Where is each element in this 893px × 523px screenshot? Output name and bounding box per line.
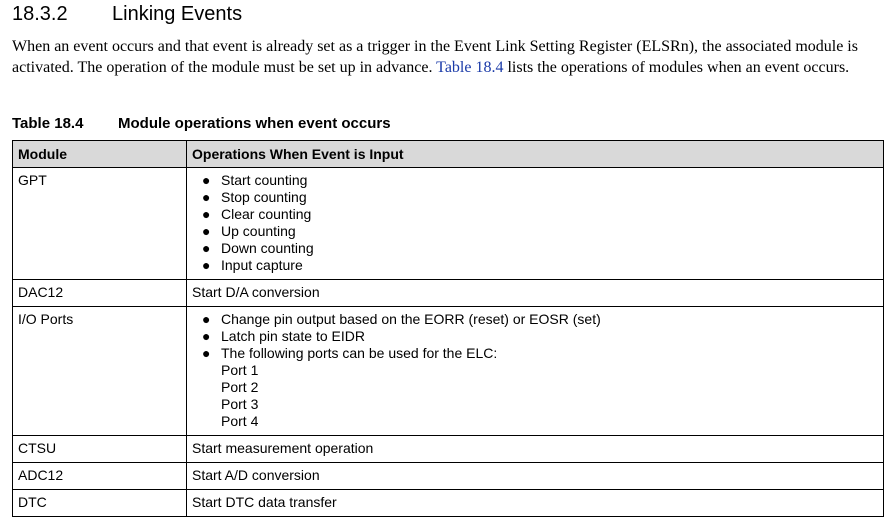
section-number: 18.3.2 xyxy=(12,3,68,25)
module-cell: I/O Ports xyxy=(12,306,187,436)
module-cell: GPT xyxy=(12,167,187,280)
module-cell: DAC12 xyxy=(12,279,187,307)
operations-cell: ●Change pin output based on the EORR (re… xyxy=(186,306,884,436)
port-item: Port 1 xyxy=(221,362,259,378)
module-cell: DTC xyxy=(12,489,187,517)
section-heading: 18.3.2 Linking Events xyxy=(12,2,242,26)
operations-list: ●Change pin output based on the EORR (re… xyxy=(192,311,878,362)
header-module: Module xyxy=(12,140,187,168)
table-row: CTSU Start measurement operation xyxy=(12,435,884,463)
operations-cell: Start D/A conversion xyxy=(186,279,884,307)
table-caption: Table 18.4 Module operations when event o… xyxy=(12,114,391,134)
operations-list: ●Start counting ●Stop counting ●Clear co… xyxy=(192,172,878,274)
table-row: I/O Ports ●Change pin output based on th… xyxy=(12,306,884,436)
port-item: Port 2 xyxy=(221,379,259,395)
table-row: DTC Start DTC data transfer xyxy=(12,489,884,517)
table-caption-number: Table 18.4 xyxy=(12,115,84,132)
table-row: GPT ●Start counting ●Stop counting ●Clea… xyxy=(12,167,884,280)
operations-cell: ●Start counting ●Stop counting ●Clear co… xyxy=(186,167,884,280)
list-item: ●Input capture xyxy=(202,257,303,273)
port-item: Port 3 xyxy=(221,396,259,412)
list-item: ●The following ports can be used for the… xyxy=(202,345,498,361)
header-operations: Operations When Event is Input xyxy=(186,140,884,168)
list-item: ●Stop counting xyxy=(202,189,307,205)
list-item: ●Start counting xyxy=(202,172,308,188)
intro-paragraph: When an event occurs and that event is a… xyxy=(12,36,886,78)
table-header-row: Module Operations When Event is Input xyxy=(12,140,884,168)
table-row: ADC12 Start A/D conversion xyxy=(12,462,884,490)
paragraph-text-1: When an event occurs and that event is a… xyxy=(12,38,858,76)
module-cell: CTSU xyxy=(12,435,187,463)
list-item: ●Up counting xyxy=(202,223,296,239)
list-item: ●Down counting xyxy=(202,240,314,256)
table-reference-link[interactable]: Table 18.4 xyxy=(436,59,504,76)
table-caption-title: Module operations when event occurs xyxy=(118,115,391,132)
operations-cell: Start DTC data transfer xyxy=(186,489,884,517)
table-row: DAC12 Start D/A conversion xyxy=(12,279,884,307)
module-cell: ADC12 xyxy=(12,462,187,490)
list-item: ●Latch pin state to EIDR xyxy=(202,328,365,344)
paragraph-text-2: lists the operations of modules when an … xyxy=(503,59,850,76)
list-item: ●Clear counting xyxy=(202,206,312,222)
module-operations-table: Module Operations When Event is Input GP… xyxy=(12,140,884,517)
operations-cell: Start A/D conversion xyxy=(186,462,884,490)
operations-cell: Start measurement operation xyxy=(186,435,884,463)
list-item: ●Change pin output based on the EORR (re… xyxy=(202,311,601,327)
port-item: Port 4 xyxy=(221,413,259,429)
section-title: Linking Events xyxy=(112,3,243,25)
